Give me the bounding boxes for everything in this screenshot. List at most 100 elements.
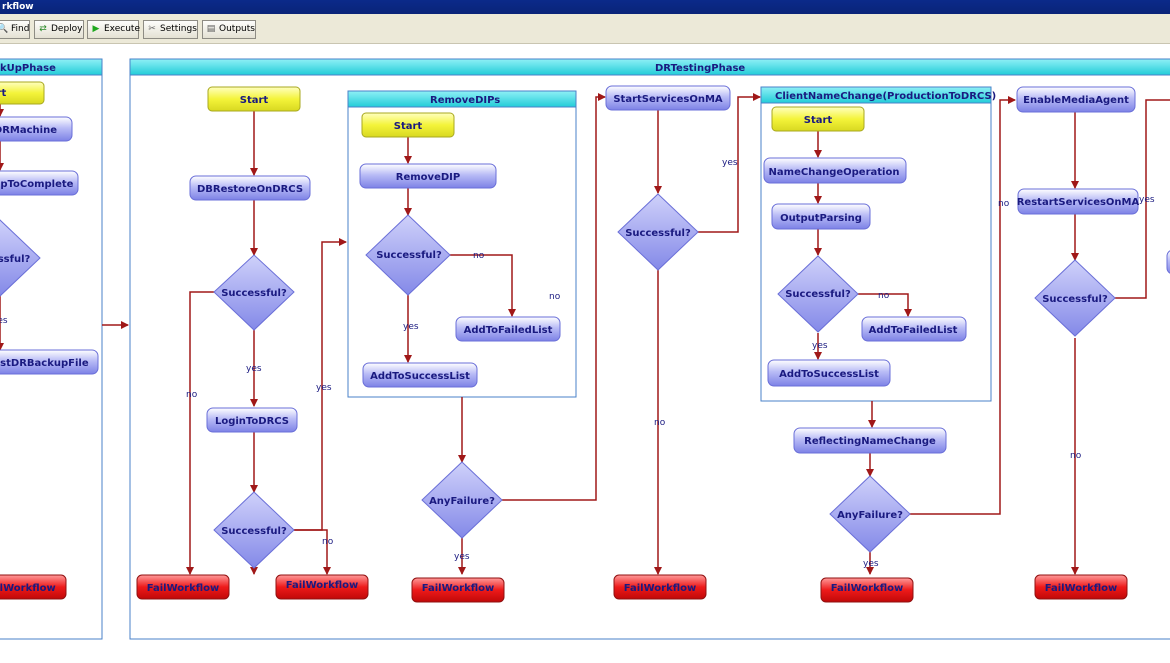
svg-text:Successful?: Successful? [785,289,851,300]
svg-text:LoginToDRCS: LoginToDRCS [215,416,289,427]
node-login[interactable]: LoginToDRCS [206,407,298,433]
node-decision[interactable]: Successful? [213,491,295,569]
svg-text:EnableMediaAgent: EnableMediaAgent [1023,95,1129,106]
edge-label-yes: yes [316,383,332,393]
node-addtosuccesslist[interactable]: AddToSuccessList [362,362,478,388]
edge-label-no: no [322,537,334,547]
svg-text:Successful?: Successful? [625,228,691,239]
settings-button[interactable]: ✂Settings [143,20,198,39]
find-button[interactable]: 🔍Find [0,20,30,39]
node-decision[interactable]: AnyFailure? [829,475,911,553]
deploy-icon: ⇄ [39,24,47,34]
node-dbrestore[interactable]: DBRestoreOnDRCS [189,175,311,201]
svg-text:AnyFailure?: AnyFailure? [837,510,903,521]
svg-text:RestartServicesOnMA: RestartServicesOnMA [1017,197,1140,208]
svg-text:NameChangeOperation: NameChangeOperation [769,167,900,178]
workflow-diagram: kUpPhase DRTestingPhase RemoveDIPs Clien… [0,58,1170,640]
node-start[interactable]: Start [207,86,301,112]
node-activity[interactable]: kupToComplete [0,170,79,196]
outputs-icon: ▤ [206,24,216,34]
node-decision[interactable]: Successful? [213,254,295,331]
node-namechangeoperation[interactable]: NameChangeOperation [763,157,907,184]
svg-text:AddToFailedList: AddToFailedList [869,325,958,336]
node-removedip[interactable]: RemoveDIP [359,163,497,189]
svg-text:kupToComplete: kupToComplete [0,179,74,190]
node-decision[interactable]: Successful? [617,193,699,271]
node-decision[interactable]: Successful? [777,255,859,333]
edge-label-no: no [878,291,890,301]
edge-label-yes: yes [454,552,470,562]
svg-text:AddToSuccessList: AddToSuccessList [370,371,470,382]
node-fail[interactable]: FailWorkflow [275,574,369,600]
search-icon: 🔍 [0,24,9,34]
settings-label: Settings [160,24,197,34]
deploy-label: Deploy [51,24,83,34]
node-start[interactable]: art [0,81,45,105]
node-decision[interactable]: Successful? [365,214,451,296]
svg-text:RemoveDIP: RemoveDIP [396,172,460,183]
node-startservices[interactable]: StartServicesOnMA [605,85,731,111]
node-activity[interactable]: estDRBackupFile [0,349,99,375]
node-addtofailedlist[interactable]: AddToFailedList [861,316,967,342]
svg-text:Start: Start [394,121,423,132]
edge-label-yes: yes [863,559,879,569]
subphase-removedips-title: RemoveDIPs [430,95,500,106]
node-fail[interactable]: FailWorkflow [136,574,230,600]
phase-drtesting[interactable]: DRTestingPhase [129,58,1170,640]
node-fail[interactable]: FailWorkflow [820,577,914,603]
node-addtofailedlist[interactable]: AddToFailedList [455,316,561,342]
node-addtosuccesslist[interactable]: AddToSuccessList [767,359,891,387]
edge-label-yes: yes [722,158,738,168]
deploy-button[interactable]: ⇄ Deploy [34,20,84,39]
node-enablemediaagent[interactable]: EnableMediaAgent [1016,86,1136,113]
outputs-button[interactable]: ▤Outputs [202,20,256,39]
subphase-clientnamechange[interactable]: ClientNameChange(ProductionToDRCS) [760,86,996,402]
find-label: Find [11,24,30,34]
execute-button[interactable]: ▶ Execute [87,20,140,39]
workflow-canvas[interactable]: kUpPhase DRTestingPhase RemoveDIPs Clien… [0,44,1170,663]
node-activity[interactable]: oDRMachine [0,116,73,142]
node-decision[interactable]: AnyFailure? [421,461,503,539]
svg-text:FailWorkflow: FailWorkflow [1045,583,1118,594]
edge-label-no: no [654,418,666,428]
node-fail[interactable]: FailWorkflow [411,577,505,603]
node-fail[interactable]: FailWorkflow [613,574,707,600]
node-decision[interactable]: ssful? [0,219,41,297]
workflow-edges [0,93,1170,575]
edge-label-yes: yes [403,322,419,332]
toolbar: 🔍Find ⇄ Deploy ▶ Execute ✂Settings ▤Output… [0,14,1170,44]
svg-text:FailWorkflow: FailWorkflow [286,580,359,591]
edge-label-yes: yes [246,364,262,374]
svg-text:FailWorkflow: FailWorkflow [422,583,495,594]
svg-text:Successful?: Successful? [376,250,442,261]
edge-label-yes: yes [1139,195,1155,205]
node-reflectingnamechange[interactable]: ReflectingNameChange [793,427,947,454]
svg-text:estDRBackupFile: estDRBackupFile [0,358,89,369]
node-start[interactable]: Start [771,106,865,132]
svg-text:OutputParsing: OutputParsing [780,213,862,224]
play-icon: ▶ [92,24,100,34]
execute-label: Execute [104,24,140,34]
svg-text:Start: Start [240,95,269,106]
node-activity-partial[interactable] [1166,250,1170,274]
edge-label-yes: yes [812,341,828,351]
node-decision[interactable]: Successful? [1034,259,1116,337]
node-start[interactable]: Start [361,112,455,138]
svg-text:AddToSuccessList: AddToSuccessList [779,369,879,380]
svg-text:art: art [0,88,6,99]
svg-text:StartServicesOnMA: StartServicesOnMA [613,94,723,105]
edge-label-no: no [549,292,561,302]
edge-label-no: no [473,251,485,261]
node-fail[interactable]: FailWorkflow [1034,574,1128,600]
node-fail[interactable]: ilWorkflow [0,574,67,600]
edge-label-yes: yes [0,316,8,326]
svg-text:ssful?: ssful? [0,254,30,265]
phase-backup[interactable]: kUpPhase [0,58,103,640]
node-restartservices[interactable]: RestartServicesOnMA [1017,188,1140,215]
svg-text:ReflectingNameChange: ReflectingNameChange [804,436,936,447]
node-outputparsing[interactable]: OutputParsing [771,203,871,230]
svg-text:Start: Start [804,115,833,126]
phase-drtesting-title: DRTestingPhase [655,63,745,74]
edge-label-no: no [998,199,1010,209]
svg-text:Successful?: Successful? [1042,294,1108,305]
